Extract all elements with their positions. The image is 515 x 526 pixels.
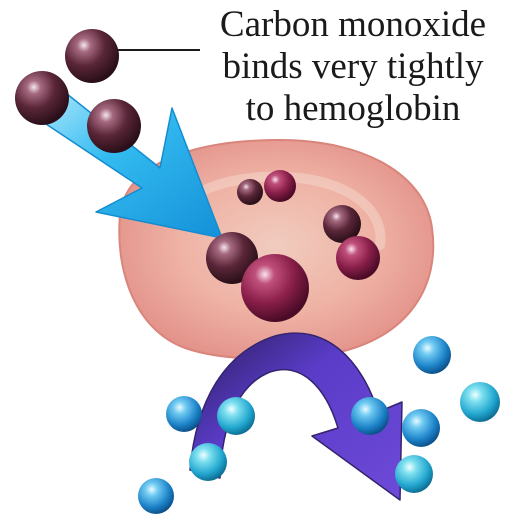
caption: Carbon monoxide binds very tightly to he… [196,4,510,130]
oxygen-sphere [351,397,389,435]
caption-line-2: binds very tightly [222,46,484,87]
oxygen-sphere [413,336,451,374]
bound-pair-sphere [241,254,309,322]
bound-pair-sphere [336,236,380,280]
caption-line-1: Carbon monoxide [219,4,487,45]
co-sphere [65,29,119,83]
oxygen-sphere [189,443,227,481]
oxygen-sphere [402,409,440,447]
carbon-monoxide-group-bound [206,170,380,322]
oxygen-sphere [460,382,500,422]
caption-line-3: to hemoglobin [245,88,461,129]
carbon-monoxide-group-outside [15,29,141,153]
oxygen-sphere [395,455,433,493]
oxygen-sphere [138,478,174,514]
outgoing-arrow [189,332,403,501]
incoming-arrow [21,81,223,239]
co-sphere [15,71,69,125]
co-sphere [87,99,141,153]
bound-pair-sphere [264,170,296,202]
co-sphere [237,179,263,205]
oxygen-sphere [217,397,255,435]
co-sphere [206,232,258,284]
oxygen-sphere [166,396,202,432]
co-sphere [323,205,361,243]
oxygen-molecules [138,336,500,514]
